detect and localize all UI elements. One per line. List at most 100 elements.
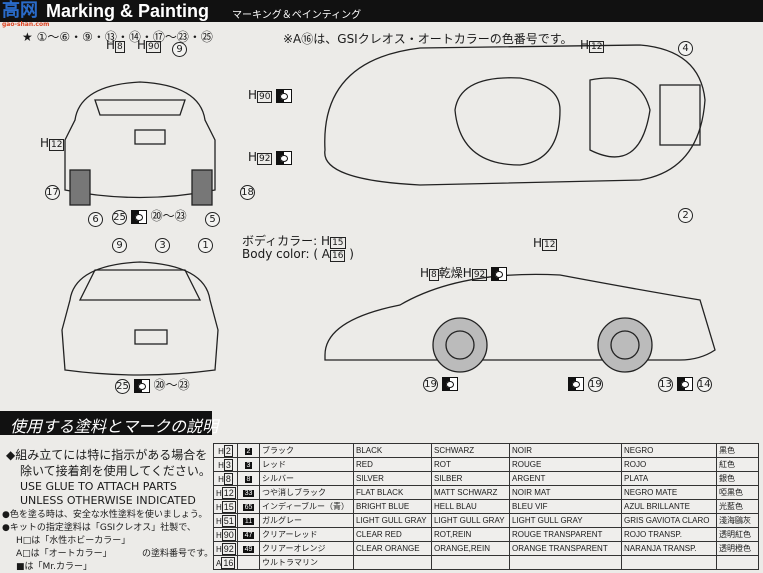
marker-18: 18 <box>240 185 255 200</box>
decal-icon <box>676 376 693 391</box>
mr-color-code: 3 <box>237 457 260 472</box>
decal-icon <box>441 376 458 391</box>
markers-list: ★ ①～⑥・⑨・⑬・⑭・⑰～㉓・㉕ <box>22 30 213 44</box>
paint-cell: クリアーオレンジ <box>259 541 354 556</box>
marker-13-14: 13 14 <box>658 376 712 392</box>
marker-6: 6 <box>88 212 103 227</box>
paint-cell: NEGRO MATE <box>621 485 717 500</box>
paint-cell: ROJO TRANSP. <box>621 527 717 542</box>
logo-url: gao-shan.com <box>2 21 50 28</box>
paint-cell: FLAT BLACK <box>353 485 432 500</box>
marker-1: 1 <box>198 238 213 253</box>
paint-cell: ガルグレー <box>259 513 354 528</box>
section-title: 使用する塗料とマークの説明 <box>0 411 218 436</box>
paint-cell: AZUL BRILLANTE <box>621 499 717 514</box>
rear-window <box>94 99 186 116</box>
a-note: A□は「オートカラー」 <box>16 549 112 559</box>
glue-note-en-2: UNLESS OTHERWISE INDICATED <box>20 494 196 507</box>
decal-group-rear: 25 ⑳～㉓ <box>112 209 187 225</box>
paint-cell: ウルトラマリン <box>259 555 354 570</box>
kit-paint-note: ●キットの指定塗料は「GSIクレオス」社製で、 <box>2 523 196 533</box>
paint-cell: PLATA <box>621 471 717 486</box>
mr-color-code: 2 <box>237 443 260 458</box>
paint-cell: レッド <box>259 457 354 472</box>
front-wheel <box>432 317 488 373</box>
paint-cell: 銀色 <box>716 471 759 486</box>
mr-color-code: 49 <box>237 541 260 556</box>
page-title: Marking & Painting <box>46 1 210 21</box>
paint-cell: ARGENT <box>509 471 622 486</box>
marker-3: 3 <box>155 238 170 253</box>
cockpit <box>454 77 561 166</box>
paint-cell: SILBER <box>431 471 510 486</box>
paint-number-suffix: の塗料番号です。 <box>142 549 214 559</box>
paint-cell <box>509 555 622 570</box>
paint-cell: ROT,REIN <box>431 527 510 542</box>
decal-icon <box>568 376 584 391</box>
decal-icon <box>491 266 508 281</box>
marker-19-front: 19 <box>423 376 458 392</box>
paint-cell <box>353 555 432 570</box>
rear-view-body <box>64 81 216 199</box>
paint-cell: CLEAR RED <box>353 527 432 542</box>
paint-cell: ORANGE TRANSPARENT <box>509 541 622 556</box>
mr-color-code: 47 <box>237 527 260 542</box>
paint-cell <box>716 555 759 570</box>
safe-paint-note: ●色を塗る時は、安全な水性塗料を使いましょう。 <box>2 510 208 520</box>
decal-icon <box>276 150 293 165</box>
paint-cell: 紅色 <box>716 457 759 472</box>
paint-cell: シルバー <box>259 471 354 486</box>
decal-icon <box>133 378 150 393</box>
paint-cell: ROUGE <box>509 457 622 472</box>
decal-icon <box>130 209 147 224</box>
car-drawings <box>61 44 716 376</box>
glue-note-jp: ◆組み立てには特に指示がある場合を <box>6 448 208 462</box>
rear-tire-right <box>191 169 213 206</box>
paint-cell: NARANJA TRANSP. <box>621 541 717 556</box>
marker-19-rear: 19 <box>568 376 603 392</box>
logo-text: 高网 <box>2 0 38 21</box>
side-view-body <box>324 273 716 361</box>
paint-cell: ROT <box>431 457 510 472</box>
marker-4: 4 <box>678 41 693 56</box>
paint-cell <box>431 555 510 570</box>
paint-cell: つや消しブラック <box>259 485 354 500</box>
mr-color-code <box>237 555 260 570</box>
paint-cell: LIGHT GULL GRAY <box>431 513 510 528</box>
h-note: H□は「水性ホビーカラー」 <box>16 536 131 546</box>
page-subtitle: マーキング＆ペインティング <box>232 10 362 21</box>
paint-cell: NOIR MAT <box>509 485 622 500</box>
paint-cell: ブラック <box>259 443 354 458</box>
auto-color-note: ※A⑯は、GSIクレオス・オートカラーの色番号です。 <box>283 32 573 46</box>
paint-cell: 光藍色 <box>716 499 759 514</box>
paint-cell: 黒色 <box>716 443 759 458</box>
glue-note-jp-2: 除いて接着剤を使用してください。 <box>20 464 211 478</box>
marker-2: 2 <box>678 208 693 223</box>
spoiler <box>659 84 701 146</box>
windshield <box>78 269 202 301</box>
paint-cell: LIGHT GULL GRAY <box>353 513 432 528</box>
paint-cell: BRIGHT BLUE <box>353 499 432 514</box>
paint-cell: 啞黒色 <box>716 485 759 500</box>
paint-cell: RED <box>353 457 432 472</box>
